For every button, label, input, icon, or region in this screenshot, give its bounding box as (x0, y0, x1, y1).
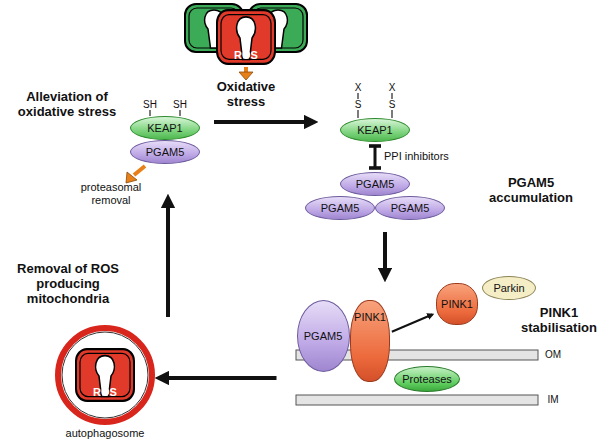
keap1-protein: KEAP1 (340, 118, 410, 142)
pink1-protein: PINK1 (436, 283, 478, 325)
pgam5-protein: PGAM5 (340, 172, 410, 196)
node-label: ROS (93, 386, 117, 398)
modification-label: X (350, 82, 366, 94)
node-label: PGAM5 (391, 202, 430, 214)
node-label: Parkin (493, 282, 524, 294)
pgam5-protein: PGAM5 (375, 196, 445, 220)
process-note: proteasomal removal (76, 181, 146, 206)
bond-lines (150, 93, 392, 118)
node-label: PGAM5 (146, 146, 185, 158)
process-arrow (166, 198, 170, 317)
node-label: PINK1 (441, 298, 473, 310)
parkin-protein: Parkin (482, 276, 536, 300)
process-caption: Alleviation of oxidative stress (8, 90, 126, 120)
pink1-protein: PINK1 (350, 300, 390, 382)
node-label: PGAM5 (356, 178, 395, 190)
degradation-arrow (126, 166, 145, 183)
node-label: Proteases (402, 373, 452, 385)
node-label: PGAM5 (321, 202, 360, 214)
ros-mitochondrion: ROS (215, 8, 277, 66)
stress-arrow (239, 67, 253, 80)
keap1-protein: KEAP1 (130, 116, 200, 140)
pgam5-protein: PGAM5 (130, 140, 200, 164)
node-label: ROS (234, 49, 258, 61)
organelle-label: autophagosome (66, 427, 145, 439)
node-label: KEAP1 (357, 124, 392, 136)
inhibitor-note: PPI inhibitors (384, 150, 449, 163)
process-caption: Oxidative stress (205, 80, 287, 110)
thiol-label: S (350, 99, 366, 111)
process-arrow (383, 232, 387, 278)
process-arrow (159, 376, 277, 380)
pgam5-protein: PGAM5 (297, 300, 350, 372)
membrane-label: IM (542, 394, 564, 406)
process-caption: PGAM5 accumulation (466, 176, 596, 206)
node-label: PINK1 (354, 311, 386, 323)
process-arrow (214, 120, 314, 124)
thiol-label: S (384, 99, 400, 111)
membrane-label: OM (542, 349, 564, 361)
autophagosome: autophagosomeROS (55, 325, 155, 425)
ros-mitochondrion: ROS (74, 347, 136, 403)
inhibition-connector (374, 146, 377, 168)
modification-label: X (384, 82, 400, 94)
pgam5-protein: PGAM5 (305, 196, 375, 220)
protease-complex: Proteases (394, 366, 460, 392)
thiol-label: SH (170, 99, 190, 111)
node-label: PGAM5 (304, 330, 343, 342)
process-arrow (392, 314, 432, 331)
thiol-label: SH (140, 99, 160, 111)
process-caption: PINK1 stabilisation (512, 306, 606, 336)
node-label: KEAP1 (147, 122, 182, 134)
process-caption: Removal of ROS producing mitochondria (6, 262, 130, 307)
